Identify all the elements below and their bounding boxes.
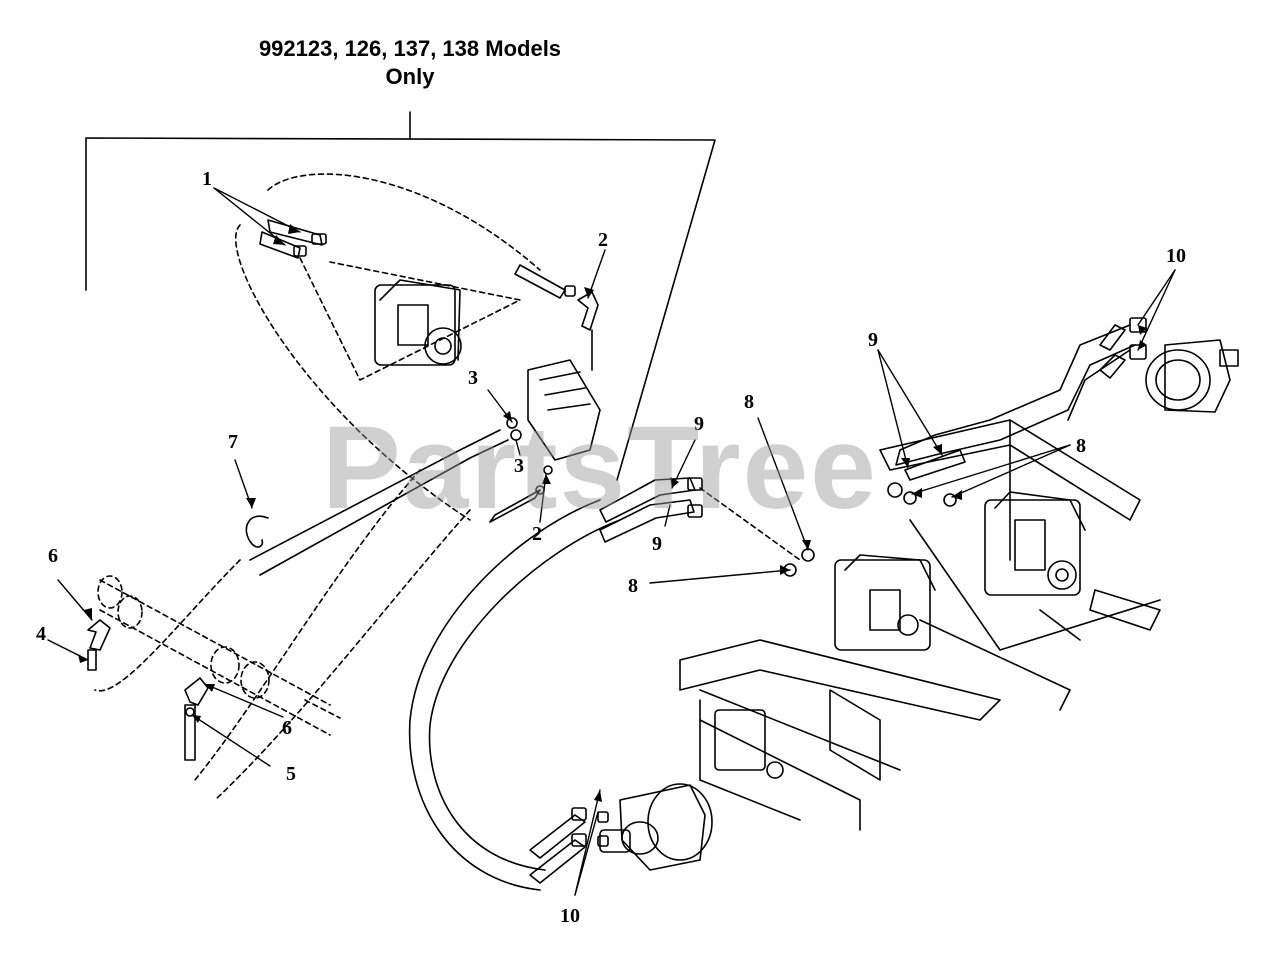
callout-3-lower: 3 (514, 455, 524, 477)
callout-9-right: 9 (868, 329, 878, 351)
callout-2-upper: 2 (598, 229, 608, 251)
callout-9-upper: 9 (694, 413, 704, 435)
header-bracket (85, 111, 716, 481)
callout-9-lower: 9 (652, 533, 662, 555)
callout-10-lower: 10 (560, 905, 580, 927)
callout-3-upper: 3 (468, 367, 478, 389)
heading-models: 992123, 126, 137, 138 Models (258, 36, 562, 61)
upper-right-wheel-motor (1145, 339, 1239, 413)
callout-8-right: 8 (1076, 435, 1086, 457)
retaining-ring (245, 515, 269, 548)
lower-hose-fittings (529, 807, 609, 884)
lower-left-hose-loop (94, 469, 471, 801)
callout-arrowheads (78, 224, 1147, 802)
upper-hose-fittings (259, 219, 576, 299)
callout-8-upper: 8 (744, 391, 754, 413)
diagram-heading: 992123, 126, 137, 138 Models Only (230, 36, 590, 90)
right-pump (984, 491, 1086, 596)
control-valve (527, 329, 601, 461)
center-pump (834, 554, 936, 651)
callout-5: 5 (286, 763, 296, 785)
callout-1: 1 (202, 168, 212, 190)
callout-2-lower: 2 (532, 523, 542, 545)
upper-right-hoses (895, 317, 1147, 481)
main-hose-sweep (408, 499, 621, 891)
lower-wheel-motor (599, 783, 713, 871)
callout-8-lower: 8 (628, 575, 638, 597)
center-hose-fittings (599, 477, 801, 561)
partstree-watermark: PartsTree (322, 402, 878, 534)
lower-left-cylinder (97, 575, 341, 736)
callout-6-left: 6 (48, 545, 58, 567)
callout-leaders (47, 187, 1176, 896)
chassis-frame (679, 419, 1161, 831)
callout-4: 4 (36, 623, 46, 645)
valve-hoses (249, 429, 541, 576)
heading-only: Only (385, 64, 435, 89)
valve-fittings-3 (506, 417, 553, 495)
lower-left-fittings (87, 619, 209, 761)
callout-numbers: 1 2 3 3 2 7 6 4 6 5 9 9 8 8 9 8 10 10 (36, 168, 1186, 927)
callout-10-upper: 10 (1166, 245, 1186, 267)
upper-pump (374, 279, 462, 366)
upper-hose-loop (235, 173, 541, 521)
callout-6-lower: 6 (282, 717, 292, 739)
callout-7: 7 (228, 431, 238, 453)
